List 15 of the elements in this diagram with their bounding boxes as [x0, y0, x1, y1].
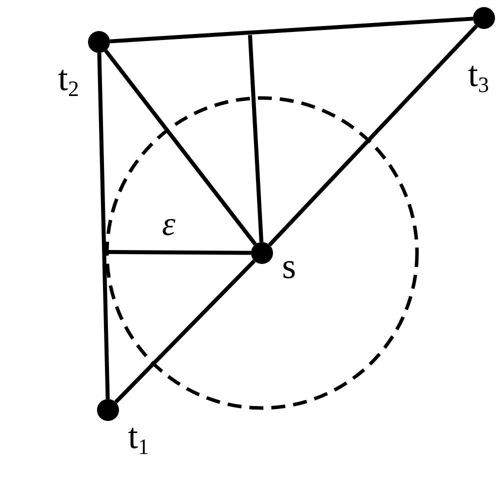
point-dot [97, 399, 119, 421]
point-label: s [282, 248, 296, 284]
point-label: t$_{1}$ [128, 418, 150, 458]
point-dot [88, 31, 110, 53]
line-segment [104, 49, 257, 246]
line-segment [114, 259, 256, 404]
line-segment [248, 34, 264, 242]
point-label: t$_{3}$ [468, 56, 490, 96]
line-segment [268, 24, 478, 246]
line-segment [97, 52, 110, 400]
line-segment [106, 250, 252, 255]
line-segment [110, 16, 474, 44]
point-dot [251, 242, 273, 264]
point-dot [473, 7, 495, 29]
point-label: t$_{2}$ [58, 60, 80, 100]
